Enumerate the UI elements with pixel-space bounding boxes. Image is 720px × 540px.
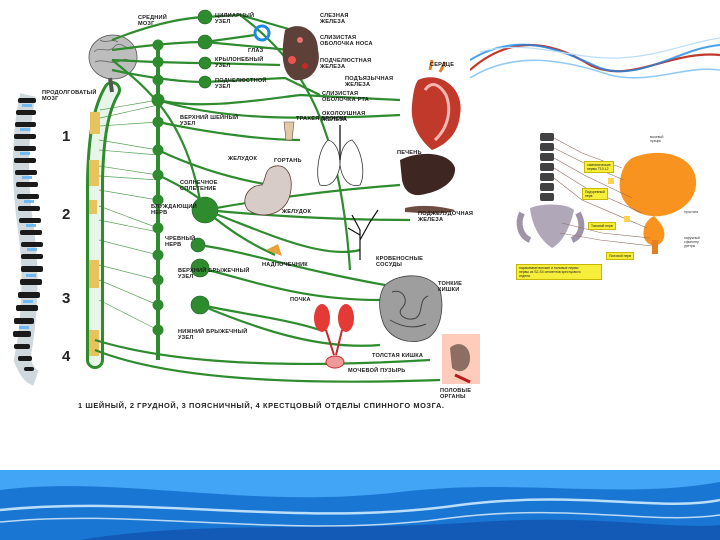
stomach-illustration [244, 165, 292, 216]
inset-label-parasympathetic: парасимпатические и половые нервы нервы … [516, 264, 602, 280]
label-sublingual-gland: ПОДЪЯЗЫЧНАЯ ЖЕЛЕЗА [345, 76, 394, 88]
section-number-1: 1 [62, 128, 71, 145]
nerve-fibers [94, 13, 441, 383]
label-oral-mucosa: СЛИЗИСТАЯ ОБОЛОЧКА РТА [322, 91, 369, 103]
inset-pelvic-innervation-diagram: мочевой пузырь симпатические нервы T10-L… [512, 128, 712, 293]
larynx-illustration [283, 121, 295, 141]
inset-spine [540, 133, 554, 201]
label-genitals: ПОЛОВЫЕ ОРГАНЫ [440, 388, 472, 400]
label-solar-plexus: СОЛНЕЧНОЕ СПЛЕТЕНИЕ [180, 180, 218, 192]
label-medulla: ПРОДОЛГОВАТЫЙ МОЗГ [42, 90, 97, 102]
decorative-footer [0, 470, 720, 540]
adrenal-illustration [266, 244, 282, 256]
label-kidney: ПОЧКА [290, 297, 311, 303]
label-vagus-nerve: БЛУЖДАЮЩИЙ НЕРВ [151, 204, 197, 216]
kidney-bladder-illustration [314, 304, 354, 369]
section-number-4: 4 [62, 348, 71, 365]
label-upper-mesenteric-node: ВЕРХНИЙ БРЫЖЕЧНЫЙ УЗЕЛ [178, 268, 250, 280]
inset-bladder [619, 152, 697, 254]
label-small-intestine: ТОНКИЕ КИШКИ [438, 281, 463, 293]
inset-label-prostate: простата [684, 210, 699, 214]
inset-sacrum [516, 204, 585, 248]
label-ciliary-node: ЦИЛИАРНЫЙ УЗЕЛ [215, 13, 255, 25]
blood-vessels-illustration [347, 209, 379, 260]
inset-label-urethra: наружный сфинктер уретры [684, 236, 700, 248]
spinal-cord [86, 81, 121, 369]
label-trachea-bronchi: ТРАХЕЯ БРОНХИ [296, 116, 347, 122]
decorative-wave-top [470, 37, 720, 79]
label-submandibular-node: ПОДЧЕЛЮСТНОЙ УЗЕЛ [215, 78, 267, 90]
label-upper-cervical-node: ВЕРХНИЙ ШЕЙНЫЙ УЗЕЛ [180, 115, 239, 127]
section-number-3: 3 [62, 290, 71, 307]
label-heart: СЕРДЦЕ [430, 62, 455, 68]
section-number-2: 2 [62, 206, 71, 223]
inset-label-pudendal: Половой нерв [606, 252, 635, 260]
eye-illustration [253, 24, 271, 42]
inset-label-hypogastric: Подчревный нерв [582, 188, 608, 200]
intestines-illustration [379, 275, 443, 342]
pancreas-illustration [405, 205, 455, 214]
label-larynx: ГОРТАНЬ [274, 158, 302, 164]
label-nasal-mucosa: СЛИЗИСТАЯ ОБОЛОЧКА НОСА [320, 35, 373, 47]
genitals-illustration [442, 334, 480, 384]
label-splanchnic-nerve: ЧРЕВНЫЙ НЕРВ [165, 236, 196, 248]
label-lower-mesenteric-node: НИЖНИЙ БРЫЖЕЧНЫЙ УЗЕЛ [178, 329, 248, 341]
label-parotid-gland: ОКОЛОУШНАЯ ЖЕЛЕЗА [322, 111, 366, 123]
liver-illustration [400, 153, 456, 196]
label-blood-vessels: КРОВЕНОСНЫЕ СОСУДЫ [376, 256, 424, 268]
label-adrenal: НАДПОЧЕЧНИК [262, 262, 308, 268]
label-pancreas: ПОДЖЕЛУДОЧНАЯ ЖЕЛЕЗА [418, 211, 474, 223]
label-eye: ГЛАЗ [248, 48, 264, 54]
label-lacrimal-gland: СЛЕЗНАЯ ЖЕЛЕЗА [320, 13, 349, 25]
spine-illustration [13, 93, 43, 386]
label-stomach-top: ЖЕЛУДОК [228, 156, 258, 162]
face-illustration [282, 26, 319, 81]
inset-label-bladder: мочевой пузырь [650, 135, 664, 143]
autonomic-nervous-system-diagram: 1 2 3 4 СРЕДНИЙ МОЗГ ПРОДОЛГОВАТЫЙ МОЗГ … [13, 9, 480, 410]
lungs-illustration [317, 125, 364, 187]
inset-label-sympathetic: симпатические нервы T10-L2 [584, 161, 614, 173]
label-midbrain: СРЕДНИЙ МОЗГ [138, 15, 167, 27]
label-submandibular-gland: ПОДЧЕЛЮСТНАЯ ЖЕЛЕЗА [320, 58, 372, 70]
label-stomach: ЖЕЛУДОК [282, 209, 312, 215]
label-bladder: МОЧЕВОЙ ПУЗЫРЬ [348, 368, 406, 374]
label-colon: ТОЛСТАЯ КИШКА [372, 353, 424, 359]
label-liver: ПЕЧЕНЬ [397, 150, 422, 156]
inset-label-pelvic: Тазовый нерв [588, 222, 616, 230]
label-pterygopalatine-node: КРЫЛОНЕБНЫЙ УЗЕЛ [215, 57, 264, 69]
heart-illustration [411, 59, 461, 150]
figure-caption: 1 ШЕЙНЫЙ, 2 ГРУДНОЙ, 3 ПОЯСНИЧНЫЙ, 4 КРЕ… [78, 401, 445, 410]
